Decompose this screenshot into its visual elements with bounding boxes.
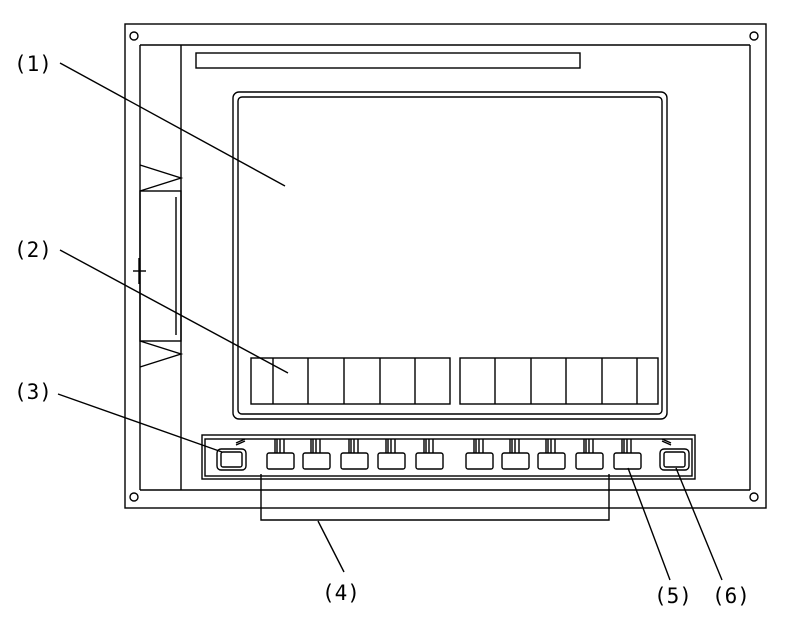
circle-hole-icon: [129, 31, 139, 41]
leader-5: [627, 467, 671, 581]
leader-1: [59, 62, 286, 187]
softkey-10: [613, 452, 642, 470]
circle-hole-icon: [749, 31, 759, 41]
return-key-inner: [220, 451, 243, 468]
leader-4: [317, 520, 345, 573]
softkey-label-row: [250, 357, 659, 405]
next-key-mark: [661, 440, 672, 446]
circle-hole-icon: [129, 492, 139, 502]
leader-3: [57, 393, 223, 453]
callout-2: (2): [14, 238, 52, 262]
callout-4: (4): [322, 581, 360, 605]
softkey-label-group: [250, 357, 451, 405]
keypad-strip-inner: [204, 438, 693, 477]
softkey-2: [302, 452, 331, 470]
softkey-6: [465, 452, 494, 470]
softkey-7: [501, 452, 530, 470]
callout-1: (1): [14, 52, 52, 76]
softkey-bracket: [260, 474, 610, 521]
return-key-mark: [235, 438, 246, 444]
softkeys: [266, 439, 642, 470]
callout-5: (5): [654, 584, 692, 608]
next-key-inner: [663, 451, 686, 468]
softkey-3: [340, 452, 369, 470]
screen-inner: [237, 96, 663, 415]
softkey-5: [415, 452, 444, 470]
callout-3: (3): [14, 380, 52, 404]
leader-6: [675, 467, 723, 581]
label-strip: [195, 52, 581, 69]
softkey-8: [537, 452, 566, 470]
softkey-9: [575, 452, 604, 470]
outer-frame: [124, 23, 767, 509]
keypad-strip-outer: [201, 434, 696, 480]
next-key-outer: [659, 448, 690, 471]
return-key-outer: [216, 448, 247, 471]
card-slot-body: [139, 190, 182, 342]
callout-6: (6): [712, 584, 750, 608]
return-key-mark-2: [235, 440, 246, 446]
card-slot: [139, 164, 184, 192]
card-slot-lower: [139, 340, 184, 368]
leader-2: [59, 249, 289, 374]
softkey-1: [266, 452, 295, 470]
softkey-4: [377, 452, 406, 470]
next-key-mark-2: [661, 438, 672, 444]
screen-outer: [232, 91, 668, 420]
softkey-label-group: [459, 357, 659, 405]
circle-hole-icon: [749, 492, 759, 502]
